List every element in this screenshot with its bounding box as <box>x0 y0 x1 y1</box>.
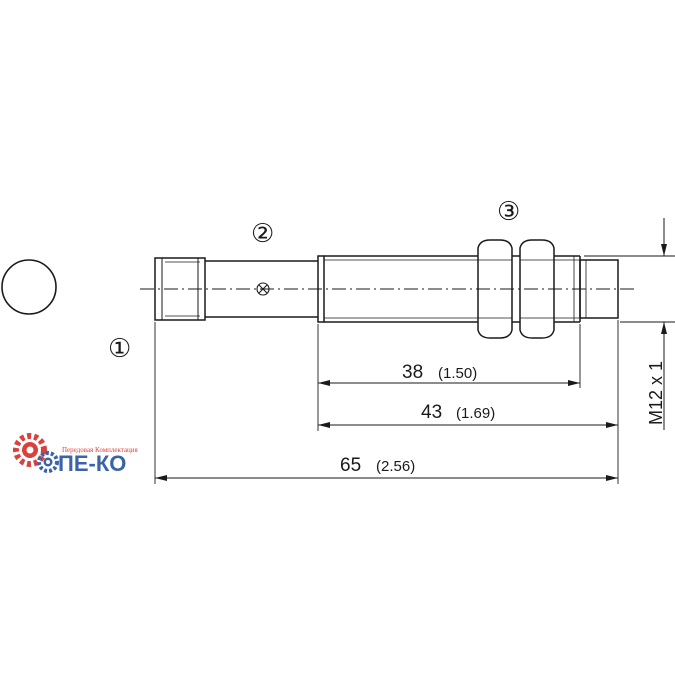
thread-size-label: M12 x 1 <box>646 361 666 425</box>
dimension-43-line <box>318 422 618 428</box>
gear-logo-icon <box>13 433 59 473</box>
extension-lines <box>154 255 675 484</box>
dimension-65-inch: (2.56) <box>376 458 415 475</box>
dimension-38-value: 38 <box>402 362 423 383</box>
logo-name: ПЕ-КО <box>58 451 126 476</box>
dimension-43-inch: (1.69) <box>456 405 495 422</box>
callout-2: ② <box>251 219 274 249</box>
logo-tagline: Передовая Комплектация <box>62 446 139 454</box>
dimension-65-line <box>155 475 618 481</box>
dimension-43-value: 43 <box>421 402 442 423</box>
callout-1: ① <box>108 334 131 364</box>
sensor-body <box>154 239 619 339</box>
front-view-circle <box>1 259 57 315</box>
thread-dimension-line <box>661 218 667 430</box>
dimension-38-inch: (1.50) <box>438 365 477 382</box>
company-logo: Передовая Комплектация ПЕ-КО <box>13 433 139 476</box>
dimension-38-line <box>318 380 580 386</box>
dimension-65-value: 65 <box>340 455 361 476</box>
callout-3: ③ <box>497 197 520 227</box>
